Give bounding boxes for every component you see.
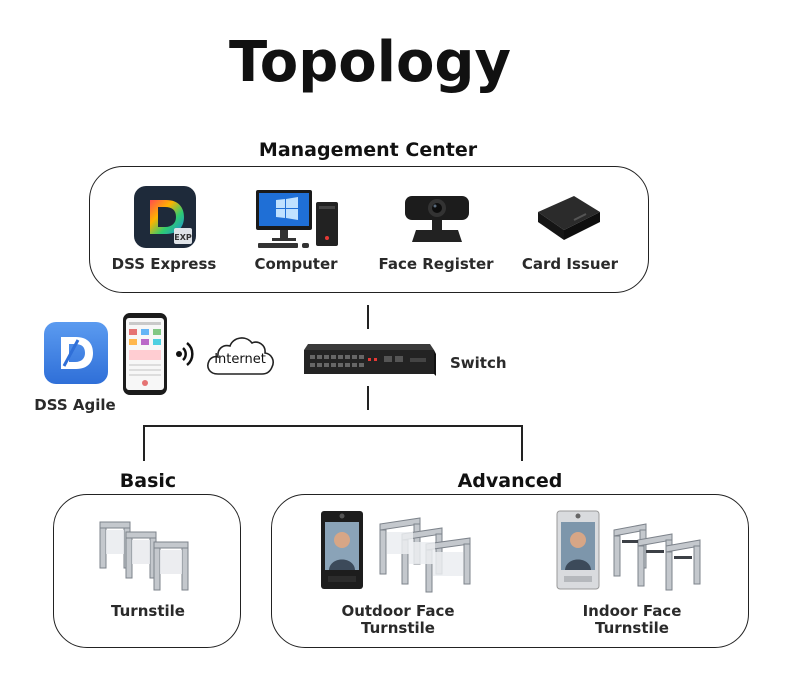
outdoor-face-turnstile-label-line1: Outdoor Face: [341, 602, 455, 620]
smartphone-icon: [122, 312, 168, 396]
card-reader-icon: [534, 190, 604, 246]
face-terminal-icon: [320, 510, 364, 590]
dss-express-label: DSS Express: [111, 255, 217, 273]
dss-agile-label: DSS Agile: [34, 396, 116, 414]
computer-icon: [254, 188, 342, 250]
indoor-face-turnstile-label-line2: Turnstile: [595, 619, 669, 637]
branch-line: [521, 425, 523, 461]
computer-label: Computer: [254, 255, 338, 273]
webcam-icon: [402, 192, 472, 248]
switch-label: Switch: [450, 354, 507, 372]
wireless-signal-icon: [176, 340, 198, 368]
card-issuer-label: Card Issuer: [521, 255, 619, 273]
face-terminal-icon: [556, 510, 600, 590]
network-switch-icon: [300, 336, 438, 382]
connector-line: [367, 386, 369, 410]
management-center-heading: Management Center: [258, 139, 478, 161]
connector-line: [367, 305, 369, 329]
branch-line: [143, 425, 523, 427]
swing-gate-icon: [610, 516, 706, 592]
basic-heading: Basic: [119, 470, 177, 492]
internet-label: Internet: [214, 352, 266, 367]
cloud-icon: [204, 330, 276, 378]
dss-express-logo-icon: EXP: [134, 186, 196, 248]
advanced-heading: Advanced: [457, 470, 563, 492]
page-title: Topology: [228, 30, 512, 95]
branch-line: [143, 425, 145, 461]
dss-agile-logo-icon: [44, 322, 108, 384]
basic-box: [53, 494, 241, 648]
face-register-label: Face Register: [378, 255, 494, 273]
speed-gate-icon: [376, 514, 476, 594]
turnstile-label: Turnstile: [111, 602, 185, 620]
outdoor-face-turnstile-label-line2: Turnstile: [361, 619, 435, 637]
indoor-face-turnstile-label-line1: Indoor Face: [582, 602, 682, 620]
turnstile-gates-icon: [96, 514, 200, 594]
svg-text:EXP: EXP: [174, 233, 192, 242]
